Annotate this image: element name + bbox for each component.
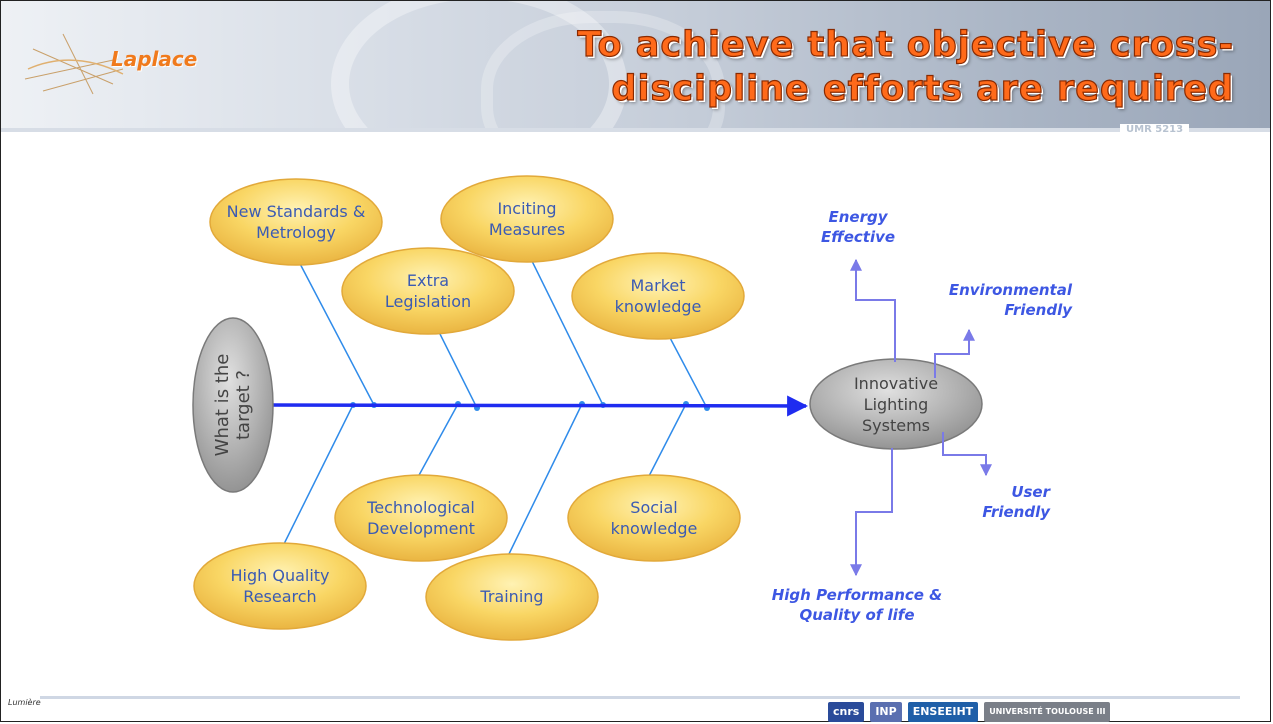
cnrs-logo: cnrs xyxy=(828,702,865,722)
target-label: What is the target ? xyxy=(212,353,254,457)
target-node xyxy=(192,317,274,493)
cause-node xyxy=(193,542,367,630)
header-rule xyxy=(1,128,1270,132)
outcome-label: High Performance & Quality of life xyxy=(771,586,943,624)
bone-line xyxy=(527,252,604,406)
cause-node xyxy=(341,247,515,335)
cause-label: Social knowledge xyxy=(610,498,698,538)
header-banner: Laplace To achieve that objective cross-… xyxy=(1,1,1270,131)
outcome-arrow xyxy=(942,432,992,477)
bone-line xyxy=(435,325,478,409)
outcome-arrow xyxy=(850,448,893,577)
cause-label: Technological Development xyxy=(367,498,475,538)
cause-node xyxy=(571,252,745,340)
bone-line xyxy=(667,333,708,409)
umr-label: UMR 5213 xyxy=(1120,124,1190,135)
footer-left-logo-text: Lumière xyxy=(8,698,41,707)
head-label: Innovative Lighting Systems xyxy=(853,374,939,435)
outcome-label: User Friendly xyxy=(982,483,1050,521)
cause-label: High Quality Research xyxy=(230,566,330,606)
enseeiht-logo: ENSEEIHT xyxy=(907,702,979,722)
cause-label: Inciting Measures xyxy=(488,199,566,239)
cause-label: Extra Legislation xyxy=(384,271,472,311)
cause-node xyxy=(334,474,508,562)
bone-line xyxy=(417,403,459,478)
laplace-logo: Laplace xyxy=(111,47,198,71)
bone-line xyxy=(280,404,354,551)
spine-arrow xyxy=(267,395,809,417)
footer-left-logo: Lumière xyxy=(8,698,41,707)
bone-line xyxy=(507,403,583,557)
cause-label: Market knowledge xyxy=(614,276,702,316)
outcome-arrow xyxy=(850,258,896,362)
bone-line xyxy=(647,403,687,479)
title-line-2: discipline efforts are required xyxy=(611,68,1234,109)
title-line-1: To achieve that objective cross- xyxy=(577,24,1234,65)
footer-logos: cnrs INP ENSEEIHT UNIVERSITÉ TOULOUSE II… xyxy=(828,702,1111,722)
outcome-arrow xyxy=(934,328,975,378)
cause-node xyxy=(440,175,614,263)
university-logo: UNIVERSITÉ TOULOUSE III xyxy=(984,702,1111,722)
page-title: To achieve that objective cross- discipl… xyxy=(534,23,1234,111)
inp-logo: INP xyxy=(870,702,902,722)
cause-label: New Standards & Metrology xyxy=(226,202,366,242)
bone-line xyxy=(296,257,375,406)
cause-node xyxy=(425,553,599,641)
outcome-label: Energy Effective xyxy=(820,208,896,246)
cause-label: Training xyxy=(480,587,544,606)
footer-rule xyxy=(40,696,1240,699)
cause-node xyxy=(567,474,741,562)
cause-node xyxy=(209,178,383,266)
outcome-label: Environmental Friendly xyxy=(948,281,1072,319)
laplace-logo-icon xyxy=(24,33,124,95)
